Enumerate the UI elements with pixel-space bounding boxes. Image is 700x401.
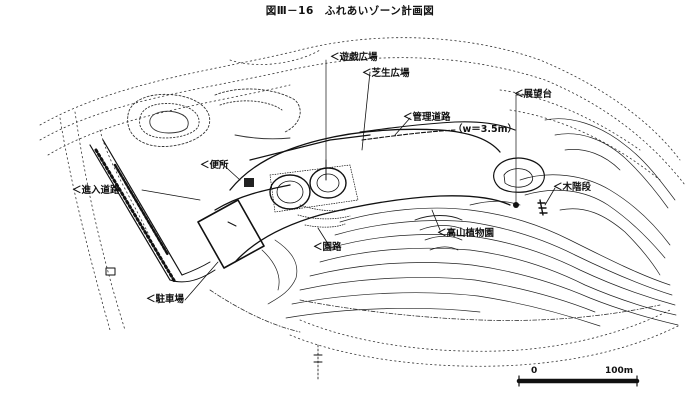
figure-title: 図Ⅲ－16 ふれあいゾーン計画図 [265,5,435,17]
zone-outline [214,128,511,263]
approach-road-strip [89,139,216,284]
label-observation-deck: ＜展望台 [514,89,553,100]
label-lawn-plaza: ＜芝生広場 [362,68,410,79]
label-garden-path: ＜園路 [313,242,342,253]
management-road [359,121,516,141]
site-boundary [39,37,686,367]
contour-lines [261,118,679,327]
label-toilet: ＜便所 [200,160,229,171]
label-road-width: （w＝3.5m） [453,124,518,135]
terraced-hill [127,88,301,147]
label-parking: ＜駐車場 [146,294,185,305]
label-alpine-garden: ＜高山植物園 [437,228,495,239]
scale-bar [516,375,640,387]
small-structures [105,267,323,381]
scale-label-max: 100m [605,366,634,376]
trail-lines [209,289,661,333]
label-approach-road: ＜進入道路 [72,185,120,196]
play-plaza-circles [269,59,359,213]
observation-deck [493,94,545,208]
label-management-road: ＜管理道路 [403,112,451,123]
label-play-plaza: ＜遊戯広場 [330,52,378,63]
garden-path-area [297,204,351,228]
leader-lines [141,71,556,301]
parking-lot [197,199,265,269]
label-wood-stairs: ＜木階段 [553,182,592,193]
scale-label-zero: 0 [531,366,538,376]
toilet-building [244,178,254,187]
wood-stairs [537,199,548,216]
